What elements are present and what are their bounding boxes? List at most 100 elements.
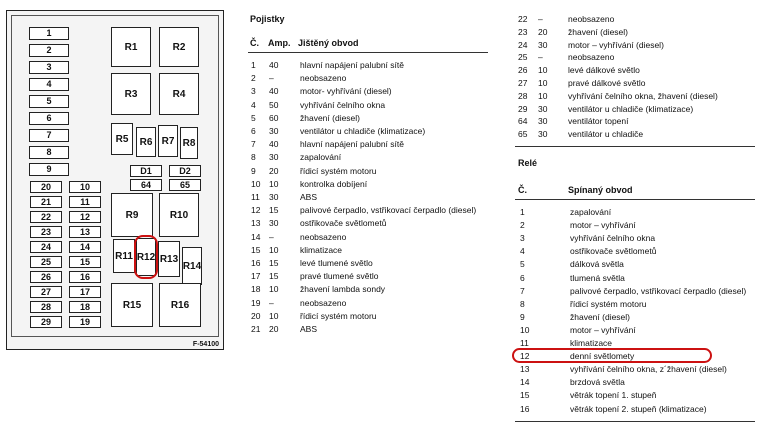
relay-circuit: brzdová světla — [570, 377, 625, 388]
fuse-circuit: řídicí systém motoru — [300, 310, 377, 321]
relay-number: 2 — [520, 220, 525, 231]
fuse-number: 65 — [518, 129, 528, 140]
fuse-circuit: vyhřívání čelního okna, žhavení (diesel) — [568, 90, 718, 101]
fuse-circuit: žhavení (diesel) — [568, 26, 629, 37]
fuse-slot: 12 — [69, 211, 101, 223]
fuse-number: 18 — [251, 284, 261, 295]
fuse-slot: 3 — [29, 61, 69, 74]
fuse-circuit: vyhřívání čelního okna — [300, 99, 386, 110]
fuse-circuit: ABS — [300, 324, 318, 334]
relay-circuit: motor – vyhřívání — [570, 324, 636, 335]
fuse-amperage: 10 — [269, 284, 279, 295]
relay-number: 16 — [520, 403, 530, 414]
fuse-circuit: ostřikovače světlometů — [300, 218, 387, 229]
relay-slot: R3 — [111, 73, 151, 115]
fuse-slot: 13 — [69, 226, 101, 238]
relay-slot: R8 — [180, 127, 198, 159]
fuse-number: 5 — [251, 112, 256, 123]
fuse-number: 14 — [251, 231, 261, 242]
fuse-slot: 5 — [29, 95, 69, 108]
fuses-col-no: Č. — [250, 38, 259, 48]
fuse-slot: 64 — [130, 179, 162, 191]
relay-slot: R15 — [111, 283, 153, 327]
relays-col-no: Č. — [518, 185, 527, 195]
fuse-amperage: – — [269, 73, 274, 84]
fuse-amperage: 10 — [538, 78, 548, 88]
fuse-amperage: – — [538, 52, 543, 63]
relay-slot: R11 — [113, 239, 135, 273]
fuse-amperage: 20 — [269, 165, 279, 176]
relay-slot: R1 — [111, 27, 151, 67]
relay-circuit: zapalování — [570, 207, 612, 217]
fuse-amperage: 30 — [269, 126, 279, 136]
fuse-slot: 27 — [30, 286, 62, 298]
fuse-number: 7 — [251, 139, 256, 150]
relay-circuit: řídicí systém motoru — [570, 298, 647, 309]
relay-number: 15 — [520, 390, 530, 401]
fuse-number: 8 — [251, 152, 256, 163]
relay-number: 12 — [520, 351, 530, 362]
fuse-amperage: 30 — [269, 218, 279, 229]
fuse-slot: 16 — [69, 271, 101, 283]
fuse-amperage: 20 — [269, 324, 279, 334]
relay-number: 14 — [520, 377, 530, 388]
fuse-number: 19 — [251, 297, 261, 308]
fuse-slot: 65 — [169, 179, 201, 191]
fuse-number: 1 — [251, 60, 256, 70]
fuse-number: 10 — [251, 178, 261, 189]
relay-number: 9 — [520, 311, 525, 322]
fuse-amperage: 30 — [538, 103, 548, 114]
fuse-slot: 6 — [29, 112, 69, 125]
fuse-number: 6 — [251, 126, 256, 136]
fuse-slot: 8 — [29, 146, 69, 159]
fuse-slot: 26 — [30, 271, 62, 283]
fuse-circuit: levé dálkové světlo — [568, 65, 640, 76]
relay-slot: R12 — [136, 238, 156, 276]
fuse-amperage: 40 — [269, 139, 279, 150]
fuse-slot: 18 — [69, 301, 101, 313]
fuse-slot: 9 — [29, 163, 69, 176]
fuse-circuit: klimatizace — [300, 244, 343, 255]
fuse-number: 17 — [251, 271, 261, 282]
relay-circuit: ostřikovače světlometů — [570, 246, 657, 257]
fuse-number: 2 — [251, 73, 256, 84]
fuse-amperage: 40 — [269, 60, 279, 70]
fuse-circuit: zapalování — [300, 152, 342, 163]
relay-circuit: vyhřívání čelního okna, z´žhavení (diese… — [570, 364, 727, 375]
relay-circuit: palivové čerpadlo, vstřikovací čerpadlo … — [570, 285, 747, 296]
relay-circuit: tlumená světla — [570, 272, 625, 283]
fuse-amperage: 50 — [269, 99, 279, 110]
relays-col-circuit: Spínaný obvod — [568, 185, 633, 195]
relay-number: 4 — [520, 246, 525, 257]
fuse-number: 29 — [518, 103, 528, 114]
fuse-slot: D1 — [130, 165, 162, 177]
fuse-slot: 20 — [30, 181, 62, 193]
fuse-number: 25 — [518, 52, 528, 63]
relay-circuit: motor – vyhřívání — [570, 220, 636, 231]
fuse-amperage: 60 — [269, 112, 279, 123]
fuse-circuit: motor- vyhřívání (diesel) — [300, 86, 392, 97]
fuse-number: 11 — [251, 192, 260, 202]
fuses-col-amp: Amp. — [268, 38, 291, 48]
relay-number: 3 — [520, 233, 525, 244]
fuse-slot: 19 — [69, 316, 101, 328]
relay-number: 6 — [520, 272, 525, 283]
relay-circuit: žhavení (diesel) — [570, 311, 631, 322]
fuse-amperage: 15 — [269, 258, 279, 268]
fuse-slot: 23 — [30, 226, 62, 238]
fuse-amperage: 10 — [269, 244, 279, 255]
relay-slot: R6 — [136, 127, 156, 157]
fuse-slot: 21 — [30, 196, 62, 208]
relay-slot: R14 — [182, 247, 202, 285]
fuse-slot: 22 — [30, 211, 62, 223]
fuse-slot: 10 — [69, 181, 101, 193]
fuse-slot: 29 — [30, 316, 62, 328]
fuse-number: 16 — [251, 258, 261, 268]
relay-slot: R7 — [158, 125, 178, 157]
fuse-amperage: 30 — [269, 192, 279, 202]
fuse-circuit: kontrolka dobíjení — [300, 178, 368, 189]
fuse-number: 21 — [251, 324, 261, 334]
fuse-circuit: neobsazeno — [568, 52, 615, 63]
fuse-circuit: ventilátor u chladiče (klimatizace) — [300, 126, 426, 136]
